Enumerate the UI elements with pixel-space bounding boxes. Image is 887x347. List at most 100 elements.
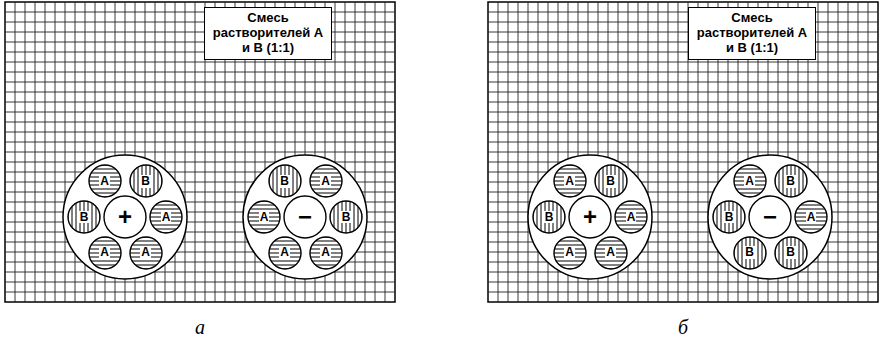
solvent-molecule: В xyxy=(67,200,101,234)
node-text: А xyxy=(605,246,616,259)
node-text: А xyxy=(564,246,575,259)
panel-label: а xyxy=(195,317,205,337)
node-text: А xyxy=(259,211,270,224)
ion-circle: − xyxy=(748,195,792,239)
circle-outline xyxy=(68,201,100,233)
ion-circle: + xyxy=(103,195,147,239)
mixture-label-box: Смесь растворителей А и В (1:1) xyxy=(688,7,816,60)
grid-line xyxy=(5,272,395,273)
node-text: А xyxy=(279,246,290,259)
grid-line xyxy=(5,22,395,23)
ion-circle: − xyxy=(283,195,327,239)
circle-outline xyxy=(615,201,647,233)
node-text: В xyxy=(785,175,796,188)
grid-line xyxy=(5,52,395,53)
grid-line xyxy=(5,12,395,13)
node-text: В xyxy=(785,246,796,259)
grid-line xyxy=(5,112,395,113)
node-text: А xyxy=(806,211,817,224)
grid-line xyxy=(488,12,878,13)
grid-line xyxy=(488,152,878,153)
grid-line xyxy=(5,292,395,293)
node-text: − xyxy=(298,205,312,229)
grid-line xyxy=(5,142,395,143)
node-text: В xyxy=(79,211,90,224)
grid-line xyxy=(5,152,395,153)
grid-line xyxy=(488,52,878,53)
solvent-molecule: А xyxy=(88,164,122,198)
grid-panel xyxy=(488,2,878,302)
grid-line xyxy=(488,72,878,73)
solvent-molecule: В xyxy=(774,164,808,198)
solvent-molecule: А xyxy=(268,236,302,270)
grid-line xyxy=(5,122,395,123)
solvation-shell xyxy=(63,155,187,279)
node-text: А xyxy=(320,246,331,259)
panel-label: б xyxy=(678,317,688,337)
grid-line xyxy=(5,42,395,43)
circle-outline xyxy=(775,237,807,269)
grid-line xyxy=(488,132,878,133)
grid-line xyxy=(488,82,878,83)
solvent-molecule: В xyxy=(329,200,363,234)
solvent-molecule: А xyxy=(733,164,767,198)
grid-line xyxy=(5,102,395,103)
circle-outline xyxy=(150,201,182,233)
circle-outline xyxy=(310,165,342,197)
circle-outline xyxy=(749,196,791,238)
solvent-molecule: А xyxy=(553,164,587,198)
node-text: − xyxy=(763,205,777,229)
solvation-shell xyxy=(528,155,652,279)
circle-outline xyxy=(89,237,121,269)
solvent-molecule: А xyxy=(614,200,648,234)
grid-line xyxy=(5,32,395,33)
circle-outline xyxy=(330,201,362,233)
ion-circle: + xyxy=(568,195,612,239)
solvation-shell xyxy=(243,155,367,279)
solvent-molecule: А xyxy=(88,236,122,270)
grid-line xyxy=(488,22,878,23)
node-text: В xyxy=(140,175,151,188)
node-text: В xyxy=(544,211,555,224)
solvent-molecule: В xyxy=(712,200,746,234)
solvent-molecule: А xyxy=(309,164,343,198)
node-text: А xyxy=(744,175,755,188)
circle-outline xyxy=(595,237,627,269)
grid-line xyxy=(488,112,878,113)
node-text: Смесь растворителей А и В (1:1) xyxy=(211,11,325,56)
grid-border xyxy=(488,2,878,302)
node-text: В xyxy=(744,246,755,259)
grid-line xyxy=(488,142,878,143)
grid-border xyxy=(5,2,395,302)
grid-line xyxy=(5,162,395,163)
node-text: Смесь растворителей А и В (1:1) xyxy=(695,11,809,56)
solvent-molecule: В xyxy=(532,200,566,234)
circle-outline xyxy=(310,237,342,269)
circle-outline xyxy=(130,237,162,269)
grid-line xyxy=(5,72,395,73)
circle-outline xyxy=(130,165,162,197)
grid-line xyxy=(488,92,878,93)
node-text: В xyxy=(605,175,616,188)
node-text: А xyxy=(626,211,637,224)
grid-line xyxy=(488,122,878,123)
circle-outline xyxy=(269,165,301,197)
grid-line xyxy=(488,62,878,63)
solvation-shell xyxy=(708,155,832,279)
circle-outline xyxy=(595,165,627,197)
circle-outline xyxy=(248,201,280,233)
circle-outline xyxy=(104,196,146,238)
grid-line xyxy=(488,42,878,43)
grid-line xyxy=(5,62,395,63)
circle-outline xyxy=(284,196,326,238)
node-text: А xyxy=(140,246,151,259)
circle-outline xyxy=(533,201,565,233)
node-text: А xyxy=(320,175,331,188)
node-text: А xyxy=(99,175,110,188)
node-text: В xyxy=(724,211,735,224)
node-text: В xyxy=(279,175,290,188)
node-text: + xyxy=(118,205,132,229)
mixture-label-box: Смесь растворителей А и В (1:1) xyxy=(204,7,332,60)
circle-outline xyxy=(734,165,766,197)
